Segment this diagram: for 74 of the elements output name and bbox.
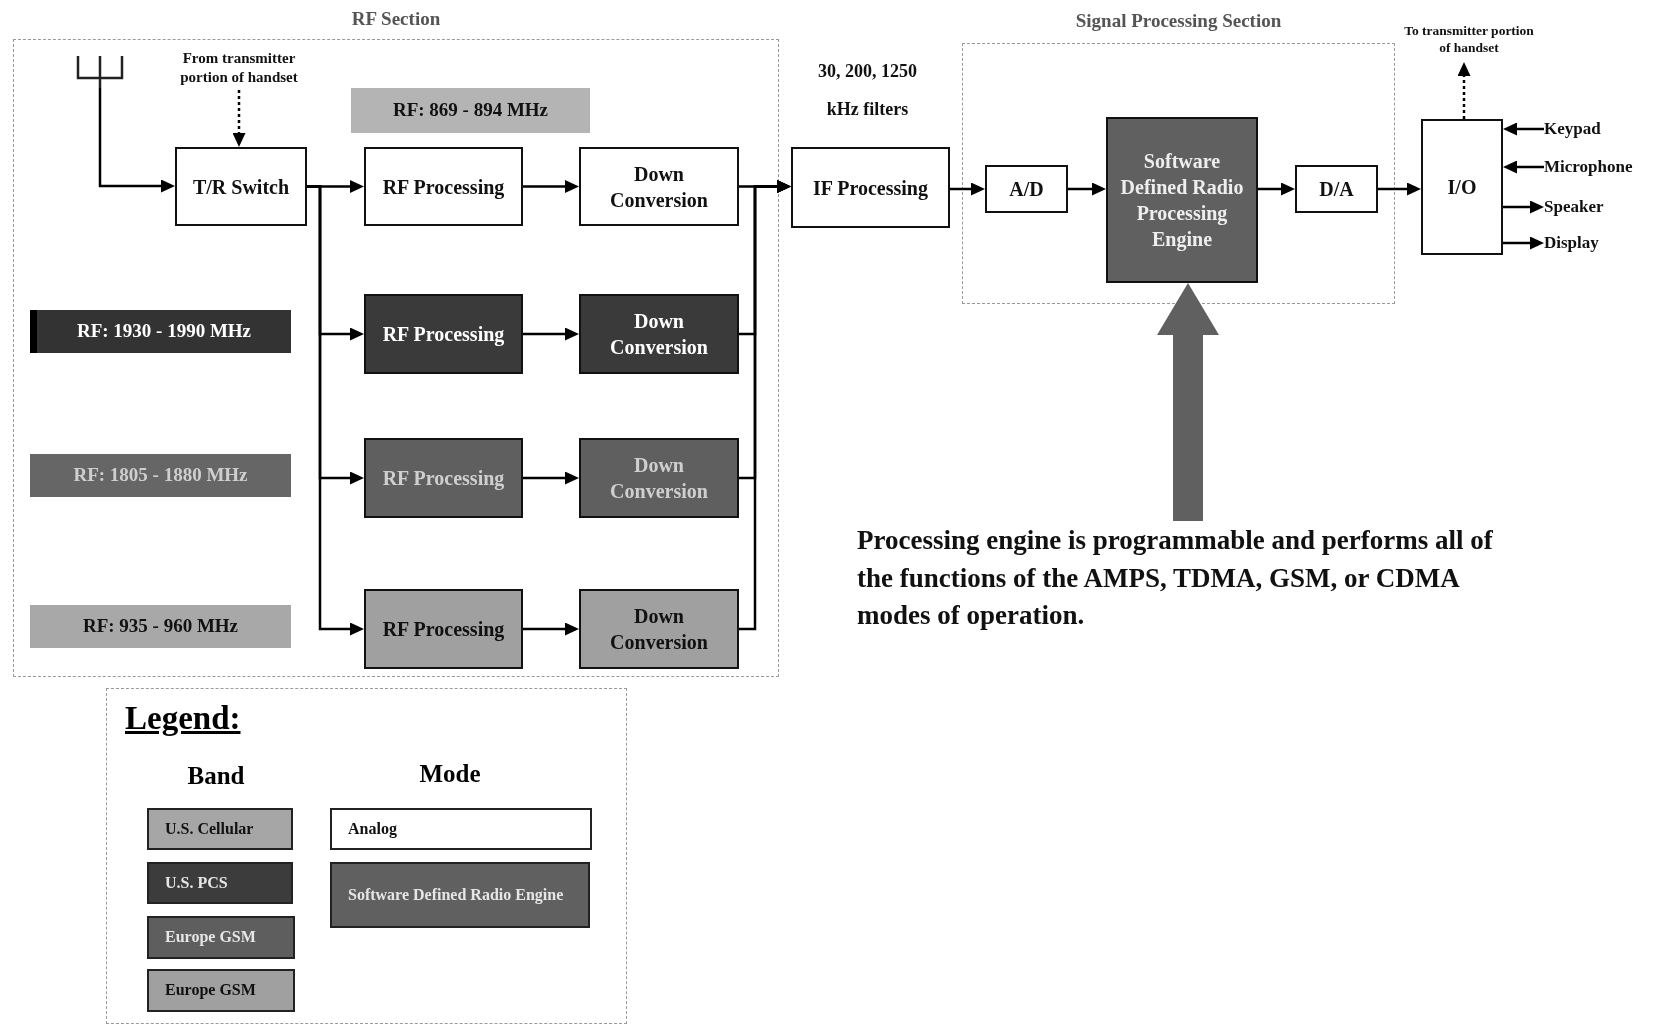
note-text: To transmitter portion of handset xyxy=(1398,18,1540,62)
arrow xyxy=(1503,122,1544,136)
band-label xyxy=(30,310,291,353)
box-label: Down Conversion xyxy=(609,453,709,504)
legend-text: U.S. PCS xyxy=(165,872,228,893)
process-box xyxy=(579,294,739,374)
arrow xyxy=(1258,182,1295,196)
legend-text: U.S. Cellular xyxy=(165,818,254,839)
legend-text: Europe GSM xyxy=(165,980,256,1001)
legend-text: Software Defined Radio Engine xyxy=(348,884,564,906)
box-label: IF Processing xyxy=(813,175,928,201)
note-text: Keypad xyxy=(1544,117,1624,141)
note-text: Microphone xyxy=(1544,155,1654,179)
box-label: T/R Switch xyxy=(192,174,290,200)
box-label: Software Defined Radio Processing Engine xyxy=(1119,149,1245,252)
note-text: Processing engine is programmable and performs all of the functions of the AMPS, TDMA, GSM, or CDMA modes of operation. xyxy=(857,521,1517,636)
band-label xyxy=(30,605,291,648)
legend-text: Analog xyxy=(348,818,397,840)
filter-note: 30, 200, 1250 kHz filters xyxy=(817,60,918,121)
arrow xyxy=(1503,200,1544,214)
box-label: Down Conversion xyxy=(609,604,709,655)
note-text: Display xyxy=(1544,231,1624,255)
box-label: A/D xyxy=(1009,177,1044,202)
legend-text: Europe GSM xyxy=(165,927,256,948)
arrow xyxy=(232,90,246,147)
process-box xyxy=(1295,165,1378,213)
box-label: RF: 869 - 894 MHz xyxy=(392,98,549,123)
arrow xyxy=(1457,62,1471,119)
section-title: RF Section xyxy=(351,8,441,30)
legend-title: Legend: xyxy=(125,700,241,737)
box-label: RF Processing xyxy=(382,322,505,347)
box-label: RF: 935 - 960 MHz xyxy=(82,614,239,639)
band-label xyxy=(30,454,291,497)
process-box xyxy=(985,165,1068,213)
arrow xyxy=(523,180,579,193)
process-box xyxy=(364,438,523,518)
note-text: Speaker xyxy=(1544,195,1629,219)
arrow xyxy=(307,185,364,636)
process-box xyxy=(364,147,523,226)
band-label xyxy=(351,88,590,133)
box-label: I/O xyxy=(1447,175,1477,200)
block-arrow xyxy=(1157,283,1219,521)
process-box xyxy=(364,589,523,669)
process-box xyxy=(175,147,307,226)
box-label: RF: 1930 - 1990 MHz xyxy=(76,319,252,344)
note-text: From transmitter portion of handset xyxy=(159,46,319,90)
arrow xyxy=(950,182,985,196)
arrow xyxy=(523,327,579,341)
box-label: RF Processing xyxy=(382,466,505,491)
box-label: D/A xyxy=(1319,177,1354,202)
arrow xyxy=(1378,182,1421,196)
process-box xyxy=(791,147,950,228)
arrow xyxy=(1503,236,1544,250)
process-box xyxy=(1106,117,1258,283)
arrow xyxy=(98,88,175,193)
arrow xyxy=(1068,182,1106,196)
antenna-icon xyxy=(74,56,126,88)
arrow xyxy=(1503,160,1544,174)
process-box xyxy=(579,589,739,669)
arrow xyxy=(739,180,791,631)
box-label: RF Processing xyxy=(382,617,505,642)
box-label: Down Conversion xyxy=(609,161,709,213)
arrow xyxy=(523,471,579,485)
process-box xyxy=(579,438,739,518)
section-title: Signal Processing Section xyxy=(1075,10,1282,32)
process-box xyxy=(364,294,523,374)
arrow xyxy=(523,622,579,636)
box-label: RF: 1805 - 1880 MHz xyxy=(73,463,248,488)
column-heading: Mode xyxy=(419,760,481,788)
process-box xyxy=(579,147,739,226)
box-label: Down Conversion xyxy=(609,309,709,360)
column-heading: Band xyxy=(187,762,245,790)
process-box xyxy=(1421,119,1503,255)
box-label: RF Processing xyxy=(382,174,505,200)
